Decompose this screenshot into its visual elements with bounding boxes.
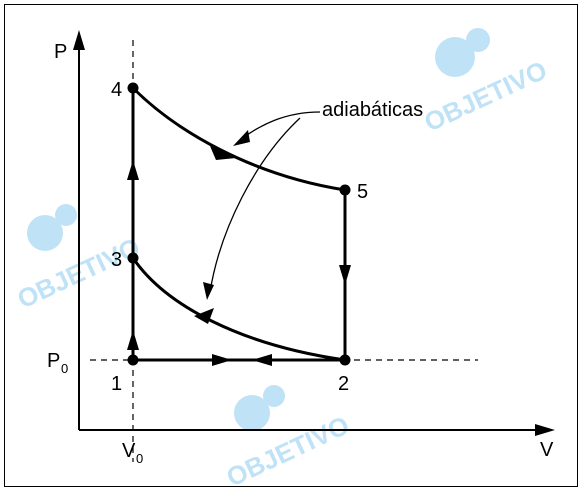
point-5	[339, 184, 351, 196]
arrow-adiabatic-upper	[210, 146, 236, 160]
watermark-top-right: OBJETIVO	[420, 28, 551, 137]
leader-lower-arrowhead	[203, 282, 214, 300]
v-axis-label: V	[540, 439, 554, 461]
adiabatic-annotation: adiabáticas	[322, 99, 423, 121]
leader-upper	[239, 111, 321, 141]
point-label-1: 1	[111, 373, 122, 395]
point-4	[127, 82, 139, 94]
arrow-down	[339, 265, 351, 285]
p-axis-label: P	[54, 41, 67, 63]
leader-upper-arrowhead	[233, 130, 250, 146]
point-label-5: 5	[357, 181, 368, 203]
v-axis-arrowhead	[535, 424, 555, 436]
watermark-bottom: OBJETIVO	[222, 385, 354, 492]
point-2	[339, 354, 351, 366]
point-label-3: 3	[111, 249, 122, 271]
arrow-right	[212, 354, 232, 366]
v0-label-main: V	[122, 440, 136, 462]
state-points	[127, 82, 351, 366]
direction-arrows	[127, 146, 351, 366]
arrow-up-upper	[127, 160, 139, 180]
point-label-2: 2	[338, 373, 349, 395]
p0-label-main: P	[47, 350, 60, 372]
figure-frame	[4, 4, 578, 487]
arrow-adiabatic-lower	[194, 308, 214, 324]
point-3	[127, 252, 139, 264]
v0-label-sub: 0	[136, 451, 143, 466]
leader-lower	[209, 117, 301, 293]
annotation-leaders	[209, 111, 321, 293]
arrow-up-lower	[127, 330, 139, 350]
adiabatic-4-5	[131, 86, 346, 192]
p0-label-sub: 0	[61, 361, 68, 376]
adiabatic-2-3	[131, 257, 346, 362]
arrow-left	[252, 354, 272, 366]
point-label-4: 4	[111, 79, 122, 101]
point-1	[127, 354, 139, 366]
p-axis-arrowhead	[73, 30, 85, 50]
cycle-paths	[131, 86, 347, 362]
